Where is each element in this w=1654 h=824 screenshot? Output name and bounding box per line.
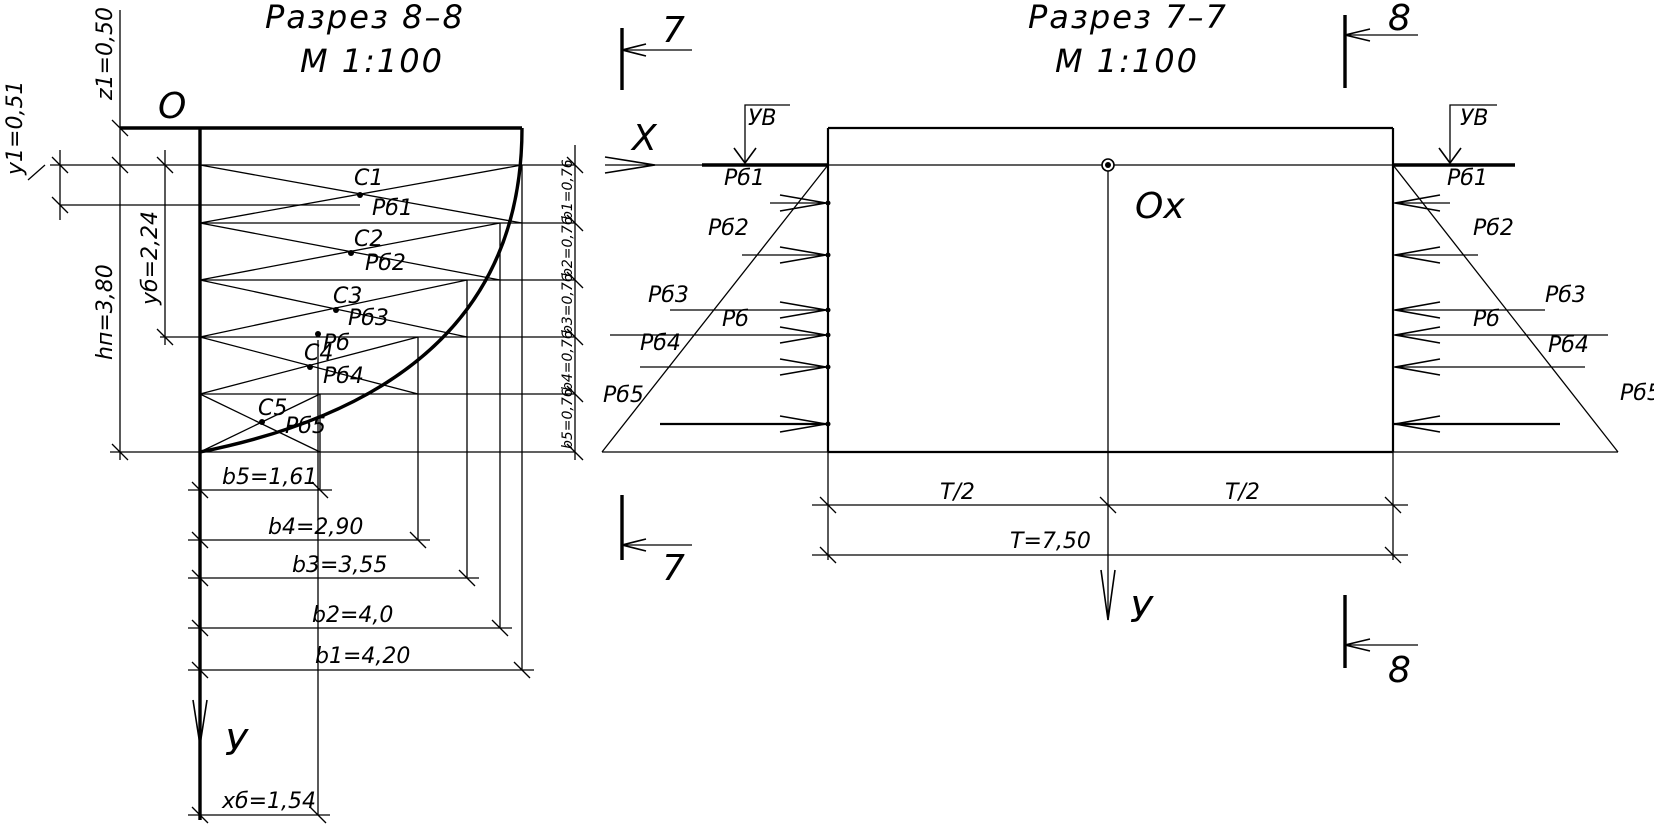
pressure-4-label: Pб4 — [323, 364, 364, 389]
right-pressure-5-label-left: Pб5 — [603, 383, 644, 408]
right-y-axis-label: У — [1130, 590, 1154, 631]
b2-dimension: b2=4,0 — [312, 603, 393, 628]
right-pressure-3-label-left: Pб3 — [648, 283, 689, 308]
right-resultant-label-left: Pб — [722, 307, 749, 332]
section-mark-7-top: 7 — [620, 10, 692, 90]
right-pressure-2-label-left: Pб2 — [708, 216, 749, 241]
centroid-points — [259, 192, 363, 425]
pressure-curve — [199, 127, 524, 454]
section-7-7: Разрез 7–7 М 1:100 8 8 Х — [601, 0, 1654, 691]
section-7-7-scale: М 1:100 — [1055, 42, 1199, 80]
right-pressure-arrows — [1393, 194, 1608, 433]
right-pressure-1-label-right: Pб1 — [1447, 166, 1488, 191]
ox-axis-label: Ох — [1135, 186, 1185, 227]
water-level-marker-right — [1438, 104, 1497, 165]
total-width: Т=7,50 — [1010, 529, 1091, 554]
section-8-8-title: Разрез 8–8 — [265, 0, 465, 36]
svg-text:7: 7 — [662, 548, 685, 589]
bottom-dimensions — [812, 452, 1408, 564]
section-mark-8-bottom: 8 — [1343, 595, 1418, 691]
gate-box — [826, 126, 1395, 454]
b1-dimension: b1=4,20 — [315, 644, 410, 669]
section-8-8: Разрез 8–8 М 1:100 О — [3, 0, 584, 824]
b4-dimension: b4=2,90 — [268, 515, 363, 540]
water-level-label-left: УВ — [748, 106, 777, 131]
resultant-pressure-label: Pб — [323, 331, 350, 356]
pressure-5-label: Pб5 — [285, 414, 326, 439]
strip-1-height: b1=0,76 — [560, 159, 576, 220]
b5-dimension: b5=1,61 — [222, 465, 317, 490]
pressure-diagram-left-side — [601, 164, 829, 453]
ydelta-dimension: yб=2,24 — [138, 211, 163, 306]
right-pressure-1-label-left: Pб1 — [724, 166, 765, 191]
centroid-3-label: С3 — [333, 284, 362, 309]
section-7-7-title: Разрез 7–7 — [1028, 0, 1228, 36]
centroid-4-label: С4 — [304, 341, 333, 366]
half-width-right: Т/2 — [1225, 480, 1260, 505]
x-axis-label: Х — [630, 118, 658, 159]
section-mark-7-bottom: 7 — [620, 495, 692, 589]
left-dimensions — [27, 10, 174, 461]
centroid-1-label: С1 — [354, 166, 383, 191]
pressure-diagram-right-side — [1392, 164, 1619, 453]
water-level-marker-left — [733, 104, 790, 165]
right-resultant-label-right: Pб — [1473, 307, 1500, 332]
section-mark-8-top: 8 — [1343, 0, 1418, 88]
right-pressure-4-label-left: Pб4 — [640, 331, 681, 356]
hn-dimension: hп=3,80 — [93, 264, 118, 360]
y-axis-arrow-icon — [192, 699, 208, 746]
strip-height-dimensions — [566, 145, 584, 461]
xdelta-dimension: xб=1,54 — [221, 789, 316, 814]
right-pressure-4-label-right: Pб4 — [1548, 333, 1589, 358]
strip-5-height: b5=0,76 — [560, 388, 576, 449]
width-dimensions — [188, 481, 534, 824]
pressure-1-label: Pб1 — [372, 196, 413, 221]
svg-text:7: 7 — [662, 10, 685, 51]
strip-2-height: b2=0,76 — [560, 216, 576, 277]
svg-text:8: 8 — [1388, 650, 1411, 691]
y1-dimension: y1=0,51 — [3, 81, 28, 176]
strip-3-height: b3=0,76 — [560, 273, 576, 334]
pressure-3-label: Pб3 — [348, 306, 389, 331]
right-pressure-2-label-right: Pб2 — [1473, 216, 1514, 241]
b3-dimension: b3=3,55 — [292, 553, 387, 578]
right-y-axis-arrow-icon — [1100, 569, 1116, 621]
right-pressure-3-label-right: Pб3 — [1545, 283, 1586, 308]
centroid-2-label: С2 — [354, 227, 383, 252]
water-level-label-right: УВ — [1460, 106, 1489, 131]
right-pressure-5-label-right: Pб5 — [1620, 381, 1654, 406]
origin-label: О — [158, 86, 186, 127]
half-width-left: Т/2 — [940, 480, 975, 505]
left-y-axis-label: У — [225, 723, 249, 764]
strip-4-height: b4=0,76 — [560, 330, 576, 391]
section-8-8-scale: М 1:100 — [300, 42, 444, 80]
pressure-2-label: Pб2 — [365, 251, 406, 276]
left-pressure-arrows — [610, 194, 831, 433]
svg-text:8: 8 — [1388, 0, 1411, 39]
x-axis-arrow-icon — [604, 156, 656, 174]
z1-dimension: z1=0,50 — [93, 7, 118, 101]
centroid-5-label: С5 — [258, 396, 287, 421]
